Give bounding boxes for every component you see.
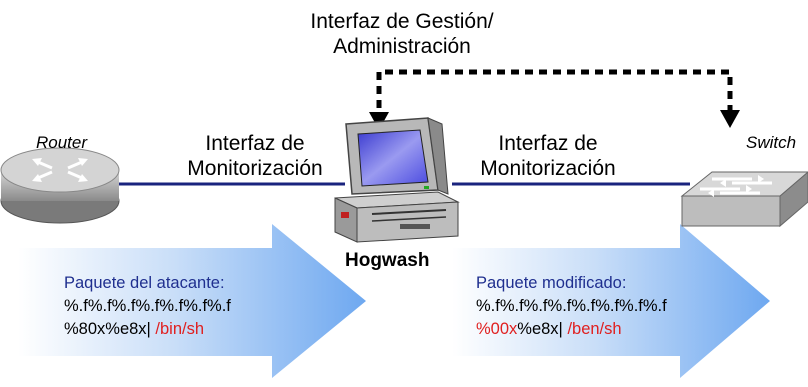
monitor-left-line1: Interfaz de [205,132,305,155]
attacker-packet-text: Paquete del atacante: %.f%.f%.f%.f%.f%.f… [64,272,231,341]
arrowhead-switch [720,110,740,128]
router-label: Router [36,133,88,152]
attacker-payload-format: %80x%e8x| [64,320,156,338]
switch-icon [680,171,808,228]
monitor-right-line2: Monitorización [480,157,616,180]
router-icon [0,147,120,224]
management-interface-line2: Administración [333,35,471,58]
management-interface-label: Interfaz de Gestión/ Administración [262,9,542,59]
monitor-interface-left-label: Interfaz de Monitorización [170,131,340,181]
monitor-interface-right-label: Interfaz de Monitorización [458,131,638,181]
modified-packet-payload-line2: %00x%e8x| /ben/sh [476,318,667,341]
modified-payload-nulled: %00x [476,320,518,338]
modified-packet-arrow [452,224,770,378]
attacker-packet-title: Paquete del atacante: [64,274,225,292]
attacker-payload-shell: /bin/sh [155,320,205,338]
attacker-packet-payload-line2: %80x%e8x| /bin/sh [64,318,231,341]
attacker-packet-payload-line1: %.f%.f%.f%.f%.f%.f%.f [64,297,231,315]
modified-payload-format: %e8x| [517,320,568,338]
computer-icon [334,117,460,243]
monitor-right-line1: Interfaz de [498,132,598,155]
management-link [376,69,733,122]
hogwash-label: Hogwash [345,250,430,271]
modified-packet-text: Paquete modificado: %.f%.f%.f%.f%.f%.f%.… [476,272,667,341]
modified-packet-title: Paquete modificado: [476,274,627,292]
modified-payload-shell: /ben/sh [567,320,622,338]
attacker-packet-arrow [18,224,366,378]
monitor-left-line2: Monitorización [187,157,323,180]
switch-label: Switch [746,133,797,152]
modified-packet-payload-line1: %.f%.f%.f%.f%.f%.f%.f%.f [476,297,667,315]
management-interface-line1: Interfaz de Gestión/ [310,10,494,33]
